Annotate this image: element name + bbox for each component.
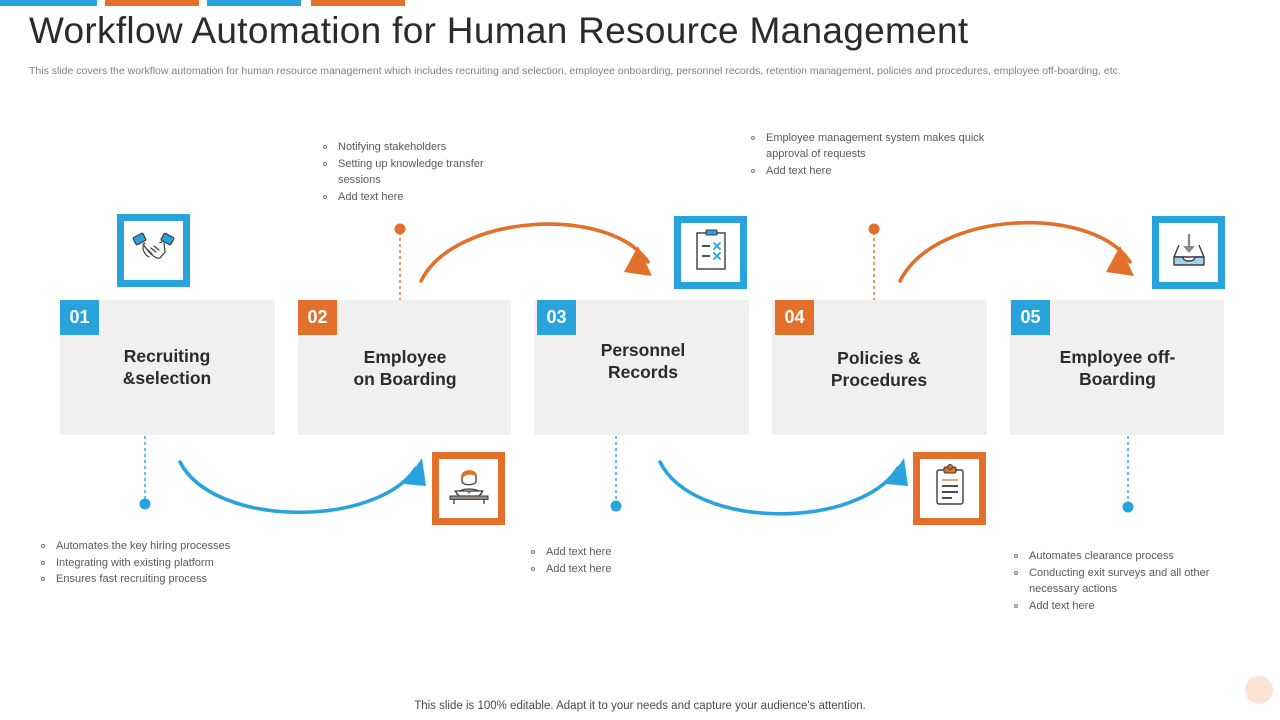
- connector-dot-stage5: [1122, 501, 1134, 513]
- stage-label-5: Employee off- Boarding: [1020, 346, 1215, 390]
- stage-label-1-line1: Recruiting: [123, 346, 211, 366]
- arrow-stage2-to-stage3: [419, 222, 652, 283]
- callout-stage4-top: Employee management system makes quick a…: [750, 130, 1020, 180]
- accent-bar-2: [105, 0, 199, 6]
- inbox-tray-icon-frame: [1152, 216, 1225, 289]
- list-item: Add text here: [530, 561, 730, 577]
- connector-dot-stage4: [868, 223, 880, 235]
- footer-note: This slide is 100% editable. Adapt it to…: [414, 700, 866, 712]
- accent-bar-1: [0, 0, 97, 6]
- list-item: Add text here: [322, 189, 507, 205]
- handshake-icon-frame: [117, 214, 190, 287]
- decorative-circle: [1245, 676, 1273, 704]
- stage-number-4: 04: [775, 300, 814, 335]
- arrow-stage4-to-stage5: [898, 220, 1134, 283]
- stage-label-3: Personnel Records: [546, 339, 740, 383]
- stage-label-1: Recruiting &selection: [72, 345, 262, 389]
- list-item: Automates clearance process: [1013, 548, 1235, 564]
- inbox-tray-icon: [1168, 230, 1210, 275]
- accent-bar-4: [311, 0, 405, 6]
- page-title: Workflow Automation for Human Resource M…: [29, 10, 969, 51]
- stage-label-5-line2: Boarding: [1079, 369, 1156, 389]
- list-item: Conducting exit surveys and all other ne…: [1013, 565, 1235, 597]
- page-subtitle: This slide covers the workflow automatio…: [29, 65, 1121, 77]
- list-item: Setting up knowledge transfer sessions: [322, 156, 507, 188]
- checklist-clipboard-icon-frame: [674, 216, 747, 289]
- connector-dot-stage2: [394, 223, 406, 235]
- list-item: Add text here: [530, 544, 730, 560]
- stage-label-2-line1: Employee: [363, 347, 447, 367]
- stage-number-2: 02: [298, 300, 337, 335]
- stage-label-3-line1: Personnel: [600, 340, 686, 360]
- list-item: Add text here: [750, 163, 1020, 179]
- handshake-icon: [131, 228, 177, 273]
- list-item: Integrating with existing platform: [40, 555, 290, 571]
- person-at-laptop-icon-frame: [432, 452, 505, 525]
- list-item: Notifying stakeholders: [322, 139, 507, 155]
- stage-number-1: 01: [60, 300, 99, 335]
- checklist-clipboard-icon: [691, 228, 731, 277]
- stage-label-4-line1: Policies &: [837, 348, 921, 368]
- stage-label-4: Policies & Procedures: [782, 347, 976, 391]
- clipboard-document-icon: [930, 464, 970, 513]
- stage-number-5: 05: [1011, 300, 1050, 335]
- stage-label-1-line2: &selection: [122, 368, 212, 388]
- stage-label-2: Employee on Boarding: [308, 346, 502, 390]
- list-item: Add text here: [1013, 598, 1235, 614]
- connector-dot-stage1: [139, 498, 151, 510]
- list-item: Employee management system makes quick a…: [750, 130, 1020, 162]
- person-at-laptop-icon: [446, 465, 492, 512]
- arrow-stage1-to-stage2: [178, 458, 426, 515]
- stage-number-3: 03: [537, 300, 576, 335]
- connector-dot-stage3: [610, 500, 622, 512]
- stage-label-3-line2: Records: [607, 362, 679, 382]
- list-item: Ensures fast recruiting process: [40, 571, 290, 587]
- stage-label-2-line2: on Boarding: [353, 369, 457, 389]
- callout-stage4-top-list: Employee management system makes quick a…: [750, 130, 1020, 179]
- accent-bar-3: [207, 0, 301, 6]
- arrow-stage3-to-stage4: [658, 458, 908, 516]
- stage-label-5-line1: Employee off-: [1059, 347, 1176, 367]
- list-item: Automates the key hiring processes: [40, 538, 290, 554]
- clipboard-document-icon-frame: [913, 452, 986, 525]
- stage-label-4-line2: Procedures: [830, 370, 928, 390]
